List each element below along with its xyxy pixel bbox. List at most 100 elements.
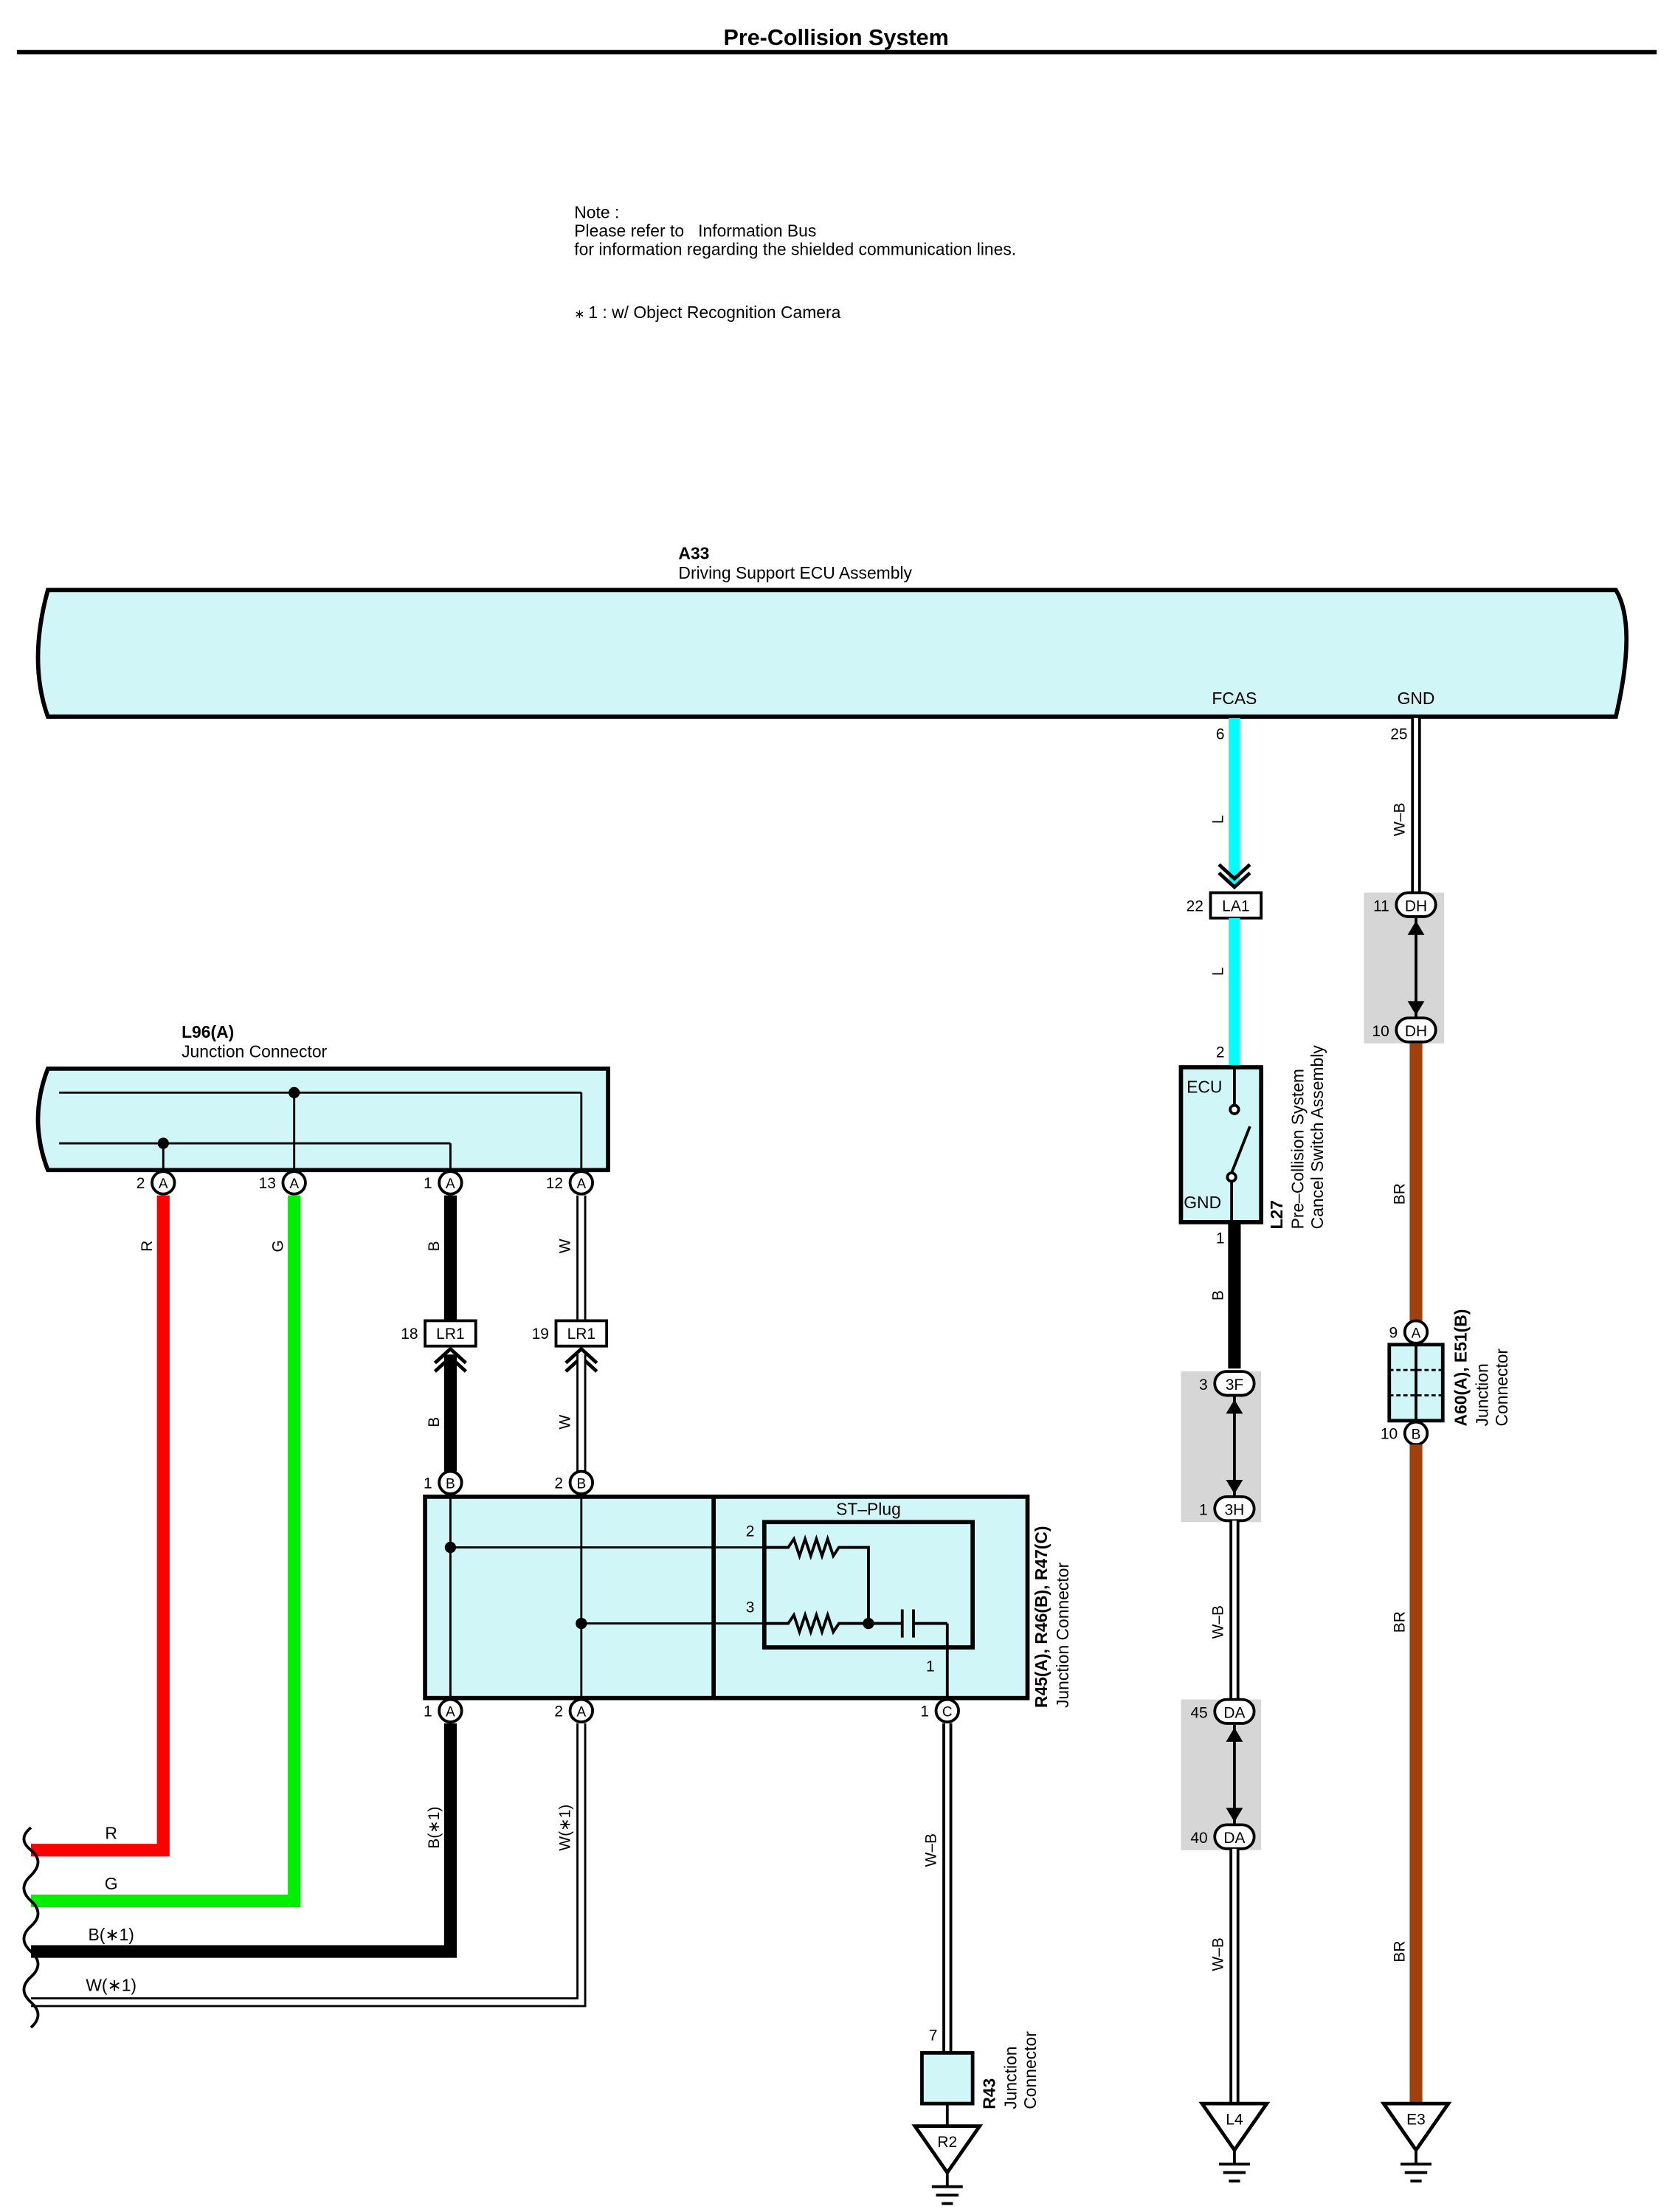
- wire-label-WB-r43: W–B: [923, 1833, 940, 1867]
- connector-la1-label: LA1: [1222, 897, 1249, 914]
- l96-letter-4: A: [576, 1176, 586, 1192]
- connector-r46-b2: [568, 1470, 594, 1495]
- wire-label-BR-2: BR: [1392, 1611, 1409, 1633]
- wire-label-WB-gnd: W–B: [1392, 803, 1409, 836]
- connector-lr1-19-pin: 19: [532, 1326, 549, 1343]
- a60-name1: Junction: [1472, 1363, 1491, 1426]
- connector-r45-a2-pin: 2: [554, 1703, 563, 1720]
- wire-label-BR-1: BR: [1392, 1183, 1409, 1205]
- connector-lr1-19-label: LR1: [567, 1326, 595, 1343]
- connector-dh-11-label: DH: [1405, 897, 1427, 914]
- connector-r46-b2-pin: 2: [554, 1475, 563, 1492]
- st-plug-pin2: 2: [746, 1523, 755, 1540]
- r45-box: [423, 1495, 1030, 1701]
- l27-name1: Pre–Collision System: [1288, 1069, 1307, 1229]
- l96-pin-circles: [151, 1170, 594, 1196]
- connector-da-45-pin: 45: [1190, 1704, 1207, 1721]
- connector-lr1-18: [424, 1319, 477, 1348]
- l96-pin12: 12: [546, 1175, 563, 1192]
- connector-dh-11: DH: [1395, 891, 1437, 918]
- resistor-icon: [764, 1534, 870, 1624]
- connector-r45-a1-letter: A: [446, 1704, 455, 1720]
- connector-dh-10-label: DH: [1405, 1023, 1427, 1040]
- st-plug-pin3: 3: [746, 1599, 755, 1616]
- wire-label-G-end: G: [105, 1874, 118, 1893]
- connector-3f-pin: 3: [1199, 1377, 1208, 1393]
- connector-da-45-label: DA: [1223, 1704, 1245, 1721]
- note-block: Note : Please refer to Information Bus f…: [574, 203, 1016, 322]
- junction-dot: [863, 1617, 874, 1630]
- connector-la1-pin: 22: [1187, 897, 1203, 914]
- wire-white-wstar-inner: [30, 1723, 584, 2005]
- note-star: 1 : w/ Object Recognition Camera: [588, 303, 840, 322]
- arrow-down-icon: [1226, 1479, 1243, 1495]
- ground-l4-icon: [1198, 2101, 1271, 2182]
- l27-name2: Cancel Switch Assembly: [1308, 1045, 1327, 1230]
- st-plug-label: ST–Plug: [836, 1500, 901, 1519]
- junction-dot: [444, 1541, 457, 1554]
- l96-pin13: 13: [259, 1175, 276, 1192]
- note-line1: Note :: [574, 203, 619, 222]
- junction-block-icon: [1387, 1343, 1445, 1423]
- connector-da-40-label: DA: [1223, 1830, 1245, 1847]
- connector-a60-pin9: 9: [1389, 1324, 1398, 1341]
- r45-code: R45(A), R46(B), R47(C): [1032, 1526, 1051, 1708]
- a60-name2: Connector: [1492, 1348, 1511, 1427]
- capacitor-icon: [900, 1609, 949, 1698]
- wire-label-WB-2: W–B: [1210, 1937, 1227, 1971]
- connector-3h: 3H: [1213, 1495, 1256, 1523]
- ground-e3: E3: [1406, 2112, 1426, 2129]
- wire-label-B-1: B: [426, 1241, 443, 1251]
- connector-dh-10-pin: 10: [1372, 1023, 1389, 1040]
- wire-label-WB-1: W–B: [1210, 1605, 1227, 1639]
- connector-lr1-18-pin: 18: [401, 1326, 418, 1343]
- connector-da-40: DA: [1213, 1823, 1256, 1850]
- connector-a60-pin10: 10: [1381, 1426, 1398, 1443]
- chevron-down-icon: [1218, 863, 1251, 890]
- arrow-down-icon: [1407, 1001, 1425, 1016]
- l96-internal-bus: [59, 1091, 583, 1171]
- connector-dh-11-pin: 11: [1373, 897, 1389, 914]
- ecu-name: Driving Support ECU Assembly: [678, 563, 912, 582]
- ground-r2: R2: [937, 2134, 957, 2151]
- l27-code: L27: [1267, 1200, 1286, 1229]
- ecu-pin25: 25: [1390, 726, 1407, 743]
- ecu-pin6: 6: [1216, 726, 1225, 743]
- r45-name: Junction Connector: [1053, 1562, 1072, 1708]
- connector-da-40-pin: 40: [1190, 1830, 1207, 1847]
- st-plug-box: [761, 1520, 975, 1650]
- wire-label-Wstar: W(∗1): [557, 1805, 574, 1851]
- wire-label-R: R: [139, 1241, 156, 1252]
- wire-label-Bstar-end: B(∗1): [89, 1925, 134, 1944]
- wire-label-L-2: L: [1210, 967, 1227, 976]
- a60-code: A60(A), E51(B): [1451, 1309, 1471, 1427]
- note-line2a: Please refer to: [574, 221, 684, 240]
- arrow-down-icon: [1226, 1808, 1243, 1822]
- connector-r47-c1-pin: 1: [920, 1703, 929, 1720]
- junction-dot: [576, 1617, 587, 1630]
- l27-gnd: GND: [1184, 1193, 1221, 1212]
- r43-box: [920, 2051, 975, 2106]
- connector-r45-a1: [438, 1698, 463, 1724]
- junction-dot: [157, 1137, 169, 1149]
- connector-da-45: DA: [1213, 1698, 1256, 1725]
- l96-pin1: 1: [424, 1175, 432, 1192]
- wire-label-W-2: W: [557, 1415, 574, 1430]
- connector-r46-b1-pin: 1: [424, 1475, 432, 1492]
- connector-lr1-19: [554, 1319, 609, 1348]
- page-title: Pre-Collision System: [723, 25, 948, 50]
- switch-icon: [1226, 1067, 1251, 1222]
- note-link-information-bus[interactable]: Information Bus: [698, 221, 816, 240]
- ecu-pin-fcas: FCAS: [1212, 689, 1257, 708]
- ecu-a33-box: [35, 588, 1629, 719]
- ecu-pin-gnd: GND: [1398, 689, 1435, 708]
- connector-a60-b-letter: B: [1412, 1427, 1421, 1443]
- wire-label-W-1: W: [557, 1238, 574, 1253]
- l27-pin2: 2: [1216, 1044, 1225, 1061]
- resistor-icon: [764, 1610, 902, 1637]
- arrow-up-icon: [1226, 1727, 1243, 1742]
- l96-letter-1: A: [159, 1176, 168, 1192]
- junction-dot: [289, 1086, 300, 1099]
- connector-3f-label: 3F: [1226, 1377, 1243, 1393]
